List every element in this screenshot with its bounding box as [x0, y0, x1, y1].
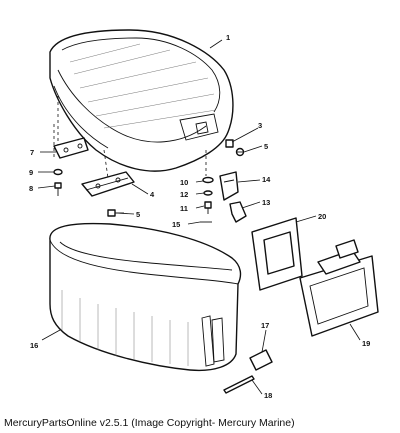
gasket-20	[251, 217, 303, 291]
bracket-7	[53, 137, 89, 159]
callout-12: 12	[180, 190, 188, 199]
nut-3	[225, 139, 234, 148]
callout-13: 13	[262, 198, 270, 207]
callout-17: 17	[261, 321, 269, 330]
callout-2: 5	[264, 142, 268, 151]
seal-19	[299, 239, 379, 337]
leader-lines	[37, 39, 361, 395]
washer-10	[202, 176, 214, 184]
lower-band-16	[49, 222, 242, 372]
callout-7: 7	[30, 148, 34, 157]
hinge-plate-4	[81, 171, 135, 197]
callout-16: 16	[30, 341, 38, 350]
callout-19: 19	[362, 339, 370, 348]
callout-9: 9	[29, 168, 33, 177]
latch-hook-13	[229, 201, 247, 223]
callout-4: 4	[150, 190, 155, 199]
pin-18	[223, 375, 255, 394]
callout-10: 10	[180, 178, 188, 187]
callout-18: 18	[264, 391, 272, 400]
clip-17	[249, 349, 273, 371]
assembly-lines	[53, 96, 207, 179]
top-cowl	[49, 29, 234, 172]
callout-15: 15	[172, 220, 180, 229]
screw-11	[204, 201, 212, 214]
callout-11: 11	[180, 204, 188, 213]
screw-8	[54, 182, 62, 196]
latch-14	[219, 171, 239, 201]
callout-1: 1	[226, 33, 230, 42]
callout-3: 3	[258, 121, 262, 130]
image-caption: MercuryPartsOnline v2.5.1 (Image Copyrig…	[4, 417, 295, 429]
washer-9	[53, 168, 63, 176]
callout-14: 14	[262, 175, 271, 184]
parts-diagram: 1 5 3 4 5 7 8 9 10 11 12 13 14 15 16 17 …	[29, 29, 379, 400]
callout-20: 20	[318, 212, 326, 221]
callout-5: 5	[136, 210, 140, 219]
washer-12	[203, 190, 213, 196]
screw-2	[235, 147, 245, 157]
callout-8: 8	[29, 184, 33, 193]
